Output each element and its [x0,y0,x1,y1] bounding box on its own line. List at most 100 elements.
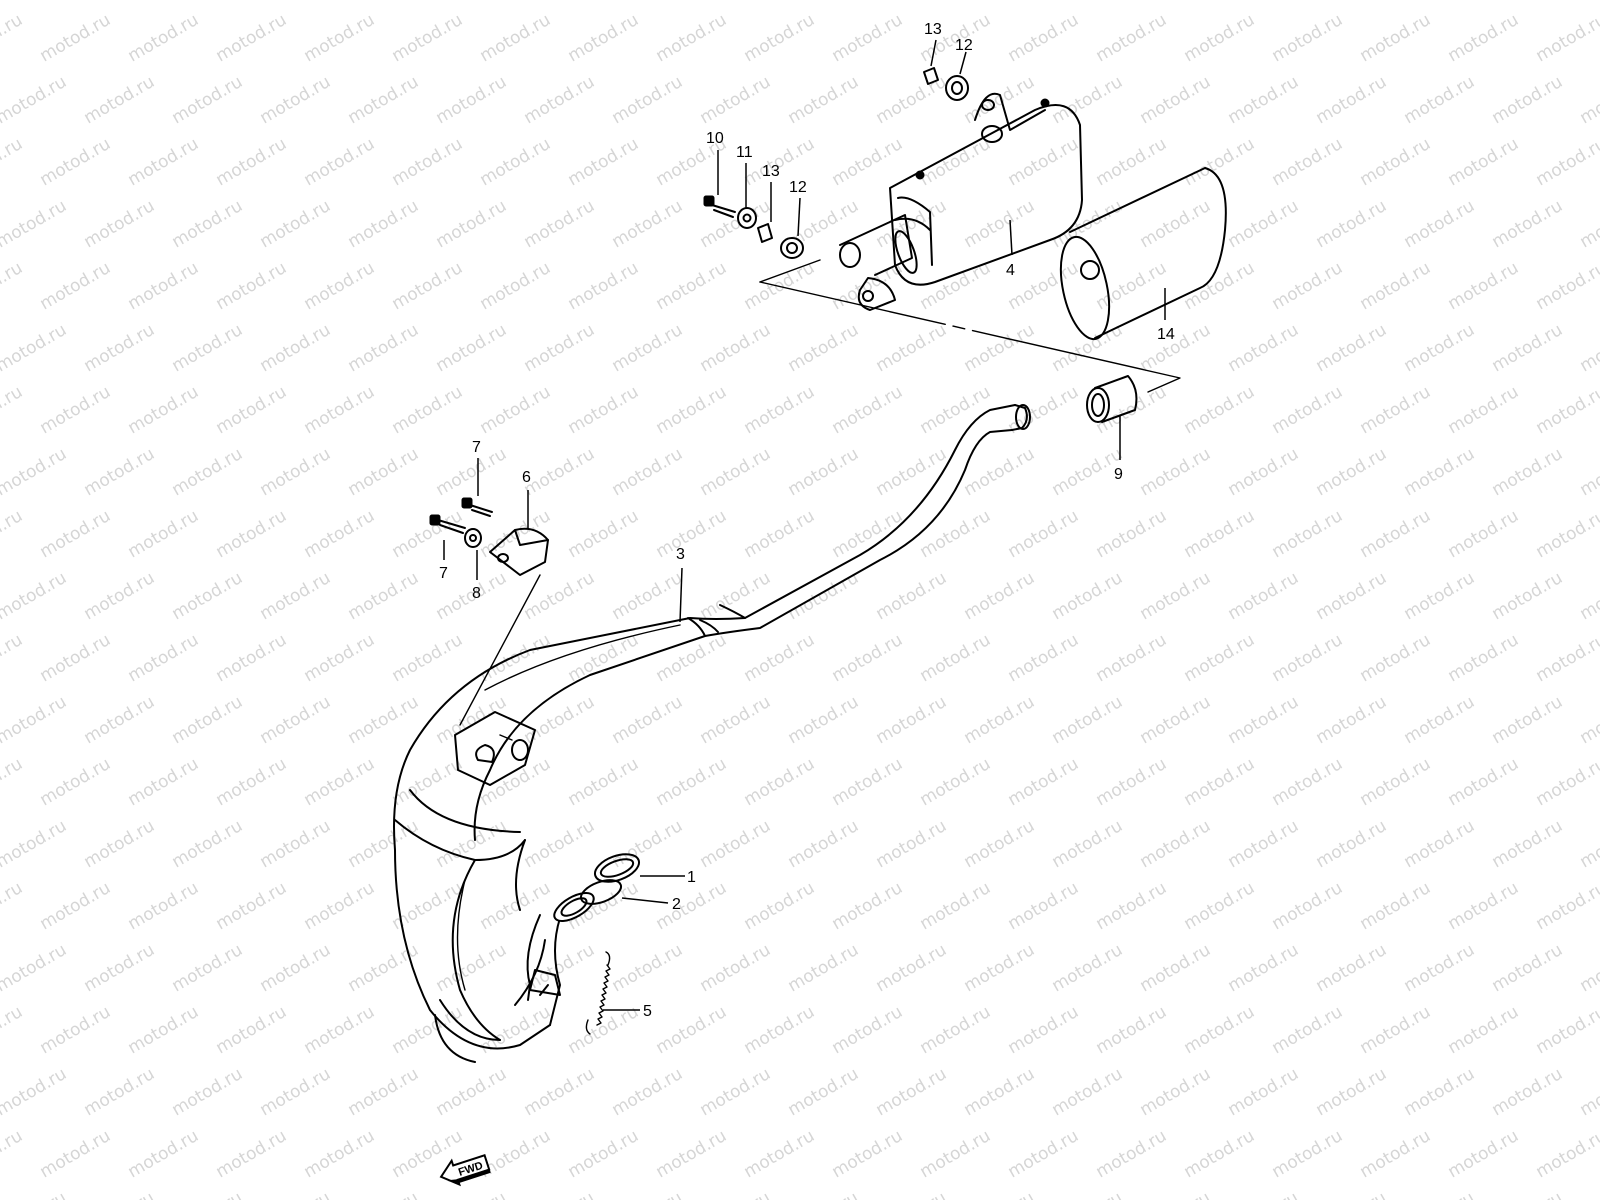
watermark-text: motod.ru [829,382,907,438]
leader-lines [443,39,1166,1011]
watermark-text: motod.ru [1093,1002,1171,1058]
watermark-text: motod.ru [433,940,511,996]
watermark-text: motod.ru [0,10,26,66]
watermark-text: motod.ru [37,10,115,66]
watermark-text: motod.ru [1533,1126,1600,1182]
watermark-text: motod.ru [1489,72,1567,128]
callout-1: 1 [687,869,696,886]
watermark-text: motod.ru [1533,878,1600,934]
watermark-text: motod.ru [1577,692,1600,748]
callout-3: 3 [676,546,685,563]
watermark-text: motod.ru [257,72,335,128]
watermark-text: motod.ru [653,1002,731,1058]
watermark-text: motod.ru [1093,754,1171,810]
watermark-text: motod.ru [609,568,687,624]
watermark-text: motod.ru [0,506,26,562]
watermark-text: motod.ru [1049,568,1127,624]
watermark-text: motod.ru [1401,72,1479,128]
watermark-text: motod.ru [1181,506,1259,562]
watermark-text: motod.ru [0,754,26,810]
watermark-text: motod.ru [873,568,951,624]
callout-7-lower: 7 [439,565,448,582]
watermark-text: motod.ru [521,816,599,872]
watermark-text: motod.ru [1225,1188,1303,1200]
watermark-text: motod.ru [0,1188,70,1200]
watermark-text: motod.ru [1401,692,1479,748]
watermark-text: motod.ru [521,196,599,252]
watermark-text: motod.ru [345,1188,423,1200]
watermark-text: motod.ru [0,1064,70,1120]
watermark-text: motod.ru [213,134,291,190]
callout-11: 11 [736,144,753,161]
watermark-text: motod.ru [961,1064,1039,1120]
watermark-text: motod.ru [829,630,907,686]
watermark-text: motod.ru [125,1126,203,1182]
watermark-text: motod.ru [961,692,1039,748]
watermark-text: motod.ru [829,506,907,562]
callout-6: 6 [522,469,531,486]
watermark-text: motod.ru [565,134,643,190]
watermark-text: motod.ru [1313,1064,1391,1120]
watermark-text: motod.ru [213,506,291,562]
callout-5: 5 [643,1003,652,1020]
watermark-text: motod.ru [213,10,291,66]
watermark-text: motod.ru [0,72,70,128]
watermark-text: motod.ru [609,320,687,376]
watermark-text: motod.ru [1401,940,1479,996]
callout-12-upper: 12 [955,37,973,54]
watermark-text: motod.ru [1489,568,1567,624]
watermark-text: motod.ru [1577,940,1600,996]
watermark-text: motod.ru [609,1064,687,1120]
watermark-text: motod.ru [1313,940,1391,996]
watermark-text: motod.ru [1049,72,1127,128]
watermark-text: motod.ru [1181,1126,1259,1182]
watermark-text: motod.ru [213,630,291,686]
watermark-text: motod.ru [1181,10,1259,66]
watermark-text: motod.ru [125,506,203,562]
watermark-text: motod.ru [1533,382,1600,438]
watermark-text: motod.ru [697,444,775,500]
watermark-text: motod.ru [433,72,511,128]
watermark-text: motod.ru [0,940,70,996]
watermark-text: motod.ru [477,134,555,190]
watermark-text: motod.ru [169,1064,247,1120]
watermark-text: motod.ru [1577,568,1600,624]
watermark-text: motod.ru [0,878,26,934]
watermark-text: motod.ru [169,444,247,500]
callout-2: 2 [672,896,681,913]
watermark-text: motod.ru [741,1002,819,1058]
watermark-text: motod.ru [1225,1064,1303,1120]
watermark-text: motod.ru [697,72,775,128]
watermark-text: motod.ru [1049,0,1127,4]
watermark-text: motod.ru [37,754,115,810]
watermark-text: motod.ru [125,10,203,66]
watermark-text: motod.ru [125,754,203,810]
watermark-text: motod.ru [565,754,643,810]
watermark-text: motod.ru [1049,816,1127,872]
watermark-text: motod.ru [257,1064,335,1120]
forward-arrow: FWD [439,1154,491,1187]
watermark-text: motod.ru [1577,320,1600,376]
watermark-text: motod.ru [1225,940,1303,996]
watermark-text: motod.ru [1489,692,1567,748]
watermark-text: motod.ru [1313,568,1391,624]
watermark-text: motod.ru [785,1188,863,1200]
callout-7-upper: 7 [472,439,481,456]
watermark-text: motod.ru [653,630,731,686]
watermark-text: motod.ru [301,878,379,934]
watermark-text: motod.ru [1357,258,1435,314]
watermark-text: motod.ru [301,10,379,66]
watermark-text: motod.ru [169,320,247,376]
watermark-text: motod.ru [1489,0,1567,4]
watermark-text: motod.ru [257,940,335,996]
watermark-text: motod.ru [697,568,775,624]
watermark-text: motod.ru [697,940,775,996]
watermark-text: motod.ru [1005,754,1083,810]
watermark-text: motod.ru [1181,754,1259,810]
watermark-text: motod.ru [1137,196,1215,252]
watermark-text: motod.ru [1313,0,1391,4]
watermark-text: motod.ru [257,444,335,500]
watermark-text: motod.ru [521,1064,599,1120]
watermark-text: motod.ru [125,1002,203,1058]
